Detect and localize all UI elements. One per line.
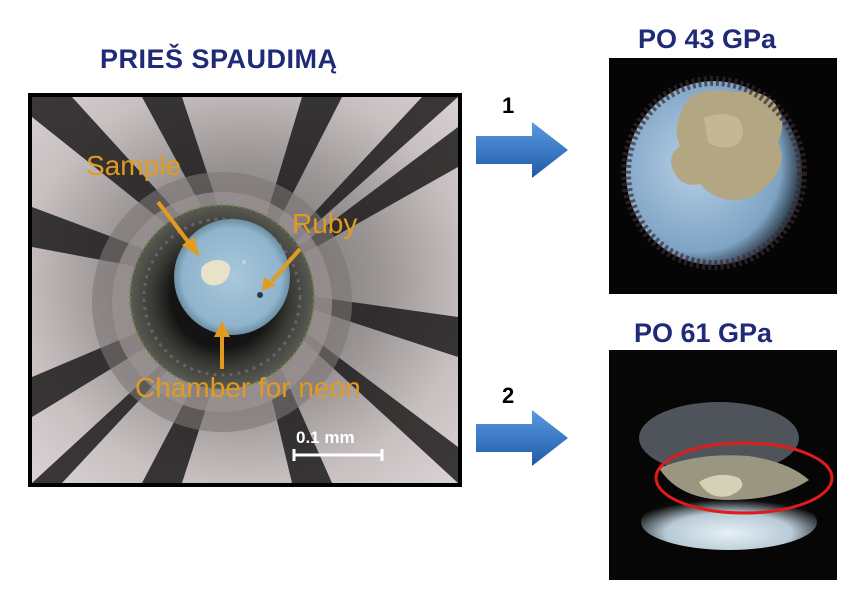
- title-before-compression: PRIEŠ SPAUDIMĄ: [100, 44, 338, 74]
- title-after-43-gpa: PO 43 GPa: [638, 24, 777, 54]
- scale-bar: [292, 449, 384, 461]
- step-number-1: 1: [502, 93, 515, 118]
- scale-bar-label: 0.1 mm: [296, 428, 355, 447]
- ruby-sphere: [257, 292, 263, 298]
- chamber-label: Chamber for neon: [135, 372, 361, 403]
- arrow-right-icon: [476, 410, 568, 466]
- diamond-anvil-cell-image: [32, 97, 458, 483]
- sample-grain: [201, 259, 231, 286]
- highlight-ellipse: [654, 441, 834, 515]
- after-43-gpa-photo: [609, 58, 837, 294]
- after-61-gpa-photo: [609, 350, 837, 580]
- arrow-right-icon: [476, 122, 568, 178]
- title-after-61-gpa: PO 61 GPa: [634, 318, 773, 348]
- compressed-cell-image-61: [609, 350, 837, 580]
- compressed-cell-image-43: [609, 58, 837, 294]
- sample-label: Sample: [86, 150, 181, 181]
- before-compression-photo: [28, 93, 462, 487]
- ruby-label: Ruby: [292, 208, 358, 239]
- step-number-2: 2: [502, 383, 515, 408]
- sample-chamber: [174, 219, 290, 335]
